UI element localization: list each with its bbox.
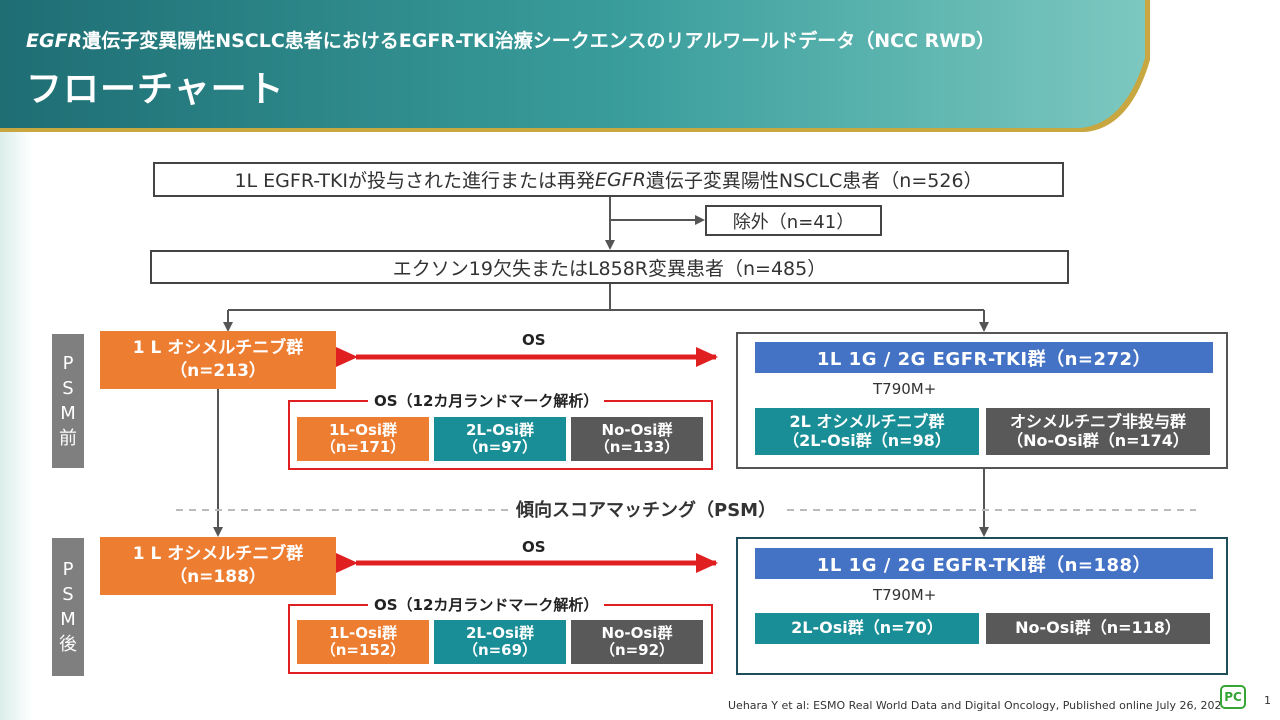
mutation-patients-box: エクソン19欠失またはL858R変異患者（n=485） <box>150 250 1069 284</box>
post-landmark-label: OS（12カ月ランドマーク解析） <box>368 594 605 615</box>
pre-os-label: OS <box>522 331 546 349</box>
left-decor-strip <box>0 130 32 720</box>
post-t790m-label: T790M+ <box>873 586 937 604</box>
post-subgroup-2l-osi: 2L-Osi群（n=69） <box>434 620 566 664</box>
company-logo: PC <box>1220 685 1246 709</box>
header-banner <box>0 0 1150 132</box>
pre-no-osi-group: オシメルチニブ非投与群（No-Osi群（n=174） <box>986 408 1210 455</box>
pre-tki-group: 1L 1G / 2G EGFR-TKI群（n=272） <box>755 342 1213 373</box>
post-osimertinib-group: 1 L オシメルチニブ群（n=188） <box>100 537 336 595</box>
exclusion-box: 除外（n=41） <box>705 205 882 236</box>
pre-subgroup-no-osi: No-Osi群（n=133） <box>571 417 703 461</box>
page-title: フローチャート <box>26 69 285 110</box>
citation: Uehara Y et al: ESMO Real World Data and… <box>728 699 1229 712</box>
pre-subgroup-1l-osi: 1L-Osi群（n=171） <box>297 417 429 461</box>
pre-landmark-label: OS（12カ月ランドマーク解析） <box>368 390 605 411</box>
header-teal-fill <box>0 0 1145 128</box>
post-tki-group: 1L 1G / 2G EGFR-TKI群（n=188） <box>755 548 1213 579</box>
post-os-label: OS <box>522 538 546 556</box>
pre-t790m-label: T790M+ <box>873 380 937 398</box>
psm-divider-label: 傾向スコアマッチング（PSM） <box>508 496 785 522</box>
pre-subgroup-2l-osi: 2L-Osi群（n=97） <box>434 417 566 461</box>
post-2l-osi-group: 2L-Osi群（n=70） <box>755 613 979 644</box>
post-no-osi-group: No-Osi群（n=118） <box>986 613 1210 644</box>
header-subtitle: EGFR遺伝子変異陽性NSCLC患者におけるEGFR-TKI治療シークエンスのリ… <box>26 30 995 52</box>
post-subgroup-no-osi: No-Osi群（n=92） <box>571 620 703 664</box>
pre-osimertinib-group: 1 L オシメルチニブ群（n=213） <box>100 331 336 389</box>
post-subgroup-1l-osi: 1L-Osi群（n=152） <box>297 620 429 664</box>
page-number: 1 <box>1264 694 1271 707</box>
pre-2l-osi-group: 2L オシメルチニブ群（2L-Osi群（n=98） <box>755 408 979 455</box>
